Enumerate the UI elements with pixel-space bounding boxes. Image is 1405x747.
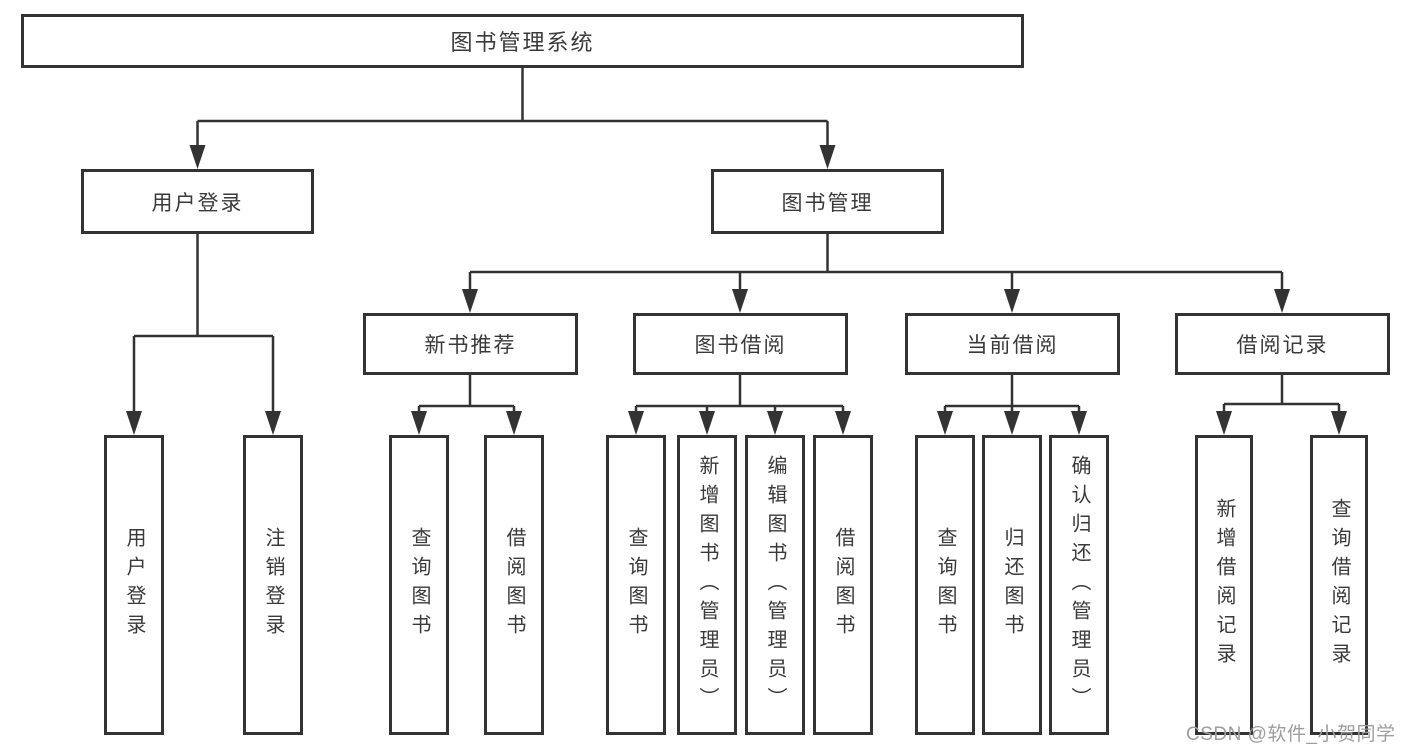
- node-user-login: 用户登录: [81, 169, 314, 234]
- node-book-management-label: 图书管理: [781, 191, 874, 215]
- leaf-query-books-current-label: 查询图书: [934, 527, 956, 643]
- leaf-query-books-recommend-label: 查询图书: [408, 527, 430, 643]
- leaf-user-login: 用户登录: [104, 435, 164, 735]
- node-book-borrow-label: 图书借阅: [694, 334, 787, 357]
- leaf-add-borrow-record-label: 新增借阅记录: [1213, 498, 1235, 672]
- leaf-query-books-current: 查询图书: [915, 435, 975, 735]
- leaf-query-books-recommend: 查询图书: [389, 435, 449, 735]
- node-borrow-records-label: 借阅记录: [1236, 334, 1329, 357]
- leaf-confirm-return-admin: 确认归还（管理员）: [1049, 435, 1109, 735]
- watermark: CSDN @软件_小贺同学: [1186, 724, 1396, 745]
- leaf-edit-book-admin: 编辑图书（管理员）: [745, 435, 805, 735]
- leaf-edit-book-admin-label: 编辑图书（管理员）: [764, 454, 786, 716]
- leaf-query-books-borrow-label: 查询图书: [625, 527, 647, 643]
- leaf-borrow-books-borrow-label: 借阅图书: [832, 527, 854, 643]
- arrowheads: [126, 145, 1347, 435]
- node-current-borrow: 当前借阅: [905, 313, 1120, 375]
- leaf-borrow-books-recommend-label: 借阅图书: [503, 527, 525, 643]
- leaf-logout-label: 注销登录: [262, 527, 284, 643]
- node-borrow-records: 借阅记录: [1175, 313, 1390, 375]
- leaf-query-books-borrow: 查询图书: [606, 435, 666, 735]
- leaf-return-book-label: 归还图书: [1001, 527, 1023, 643]
- node-book-borrow: 图书借阅: [633, 313, 848, 375]
- leaf-user-login-label: 用户登录: [123, 527, 145, 643]
- node-current-borrow-label: 当前借阅: [966, 334, 1059, 357]
- leaf-confirm-return-admin-label: 确认归还（管理员）: [1068, 454, 1090, 716]
- leaf-borrow-books-recommend: 借阅图书: [484, 435, 544, 735]
- leaf-logout: 注销登录: [243, 435, 303, 735]
- node-library-system: 图书管理系统: [21, 14, 1024, 68]
- leaf-query-borrow-record: 查询借阅记录: [1310, 435, 1368, 735]
- leaf-add-book-admin: 新增图书（管理员）: [677, 435, 737, 735]
- node-library-system-label: 图书管理系统: [450, 30, 595, 55]
- node-user-login-label: 用户登录: [151, 191, 244, 215]
- leaf-add-borrow-record: 新增借阅记录: [1195, 435, 1253, 735]
- leaf-borrow-books-borrow: 借阅图书: [813, 435, 873, 735]
- leaf-query-borrow-record-label: 查询借阅记录: [1328, 498, 1350, 672]
- node-new-book-recommend-label: 新书推荐: [424, 334, 517, 357]
- leaf-return-book: 归还图书: [982, 435, 1042, 735]
- node-book-management: 图书管理: [711, 169, 944, 234]
- leaf-add-book-admin-label: 新增图书（管理员）: [696, 454, 718, 716]
- node-new-book-recommend: 新书推荐: [363, 313, 578, 375]
